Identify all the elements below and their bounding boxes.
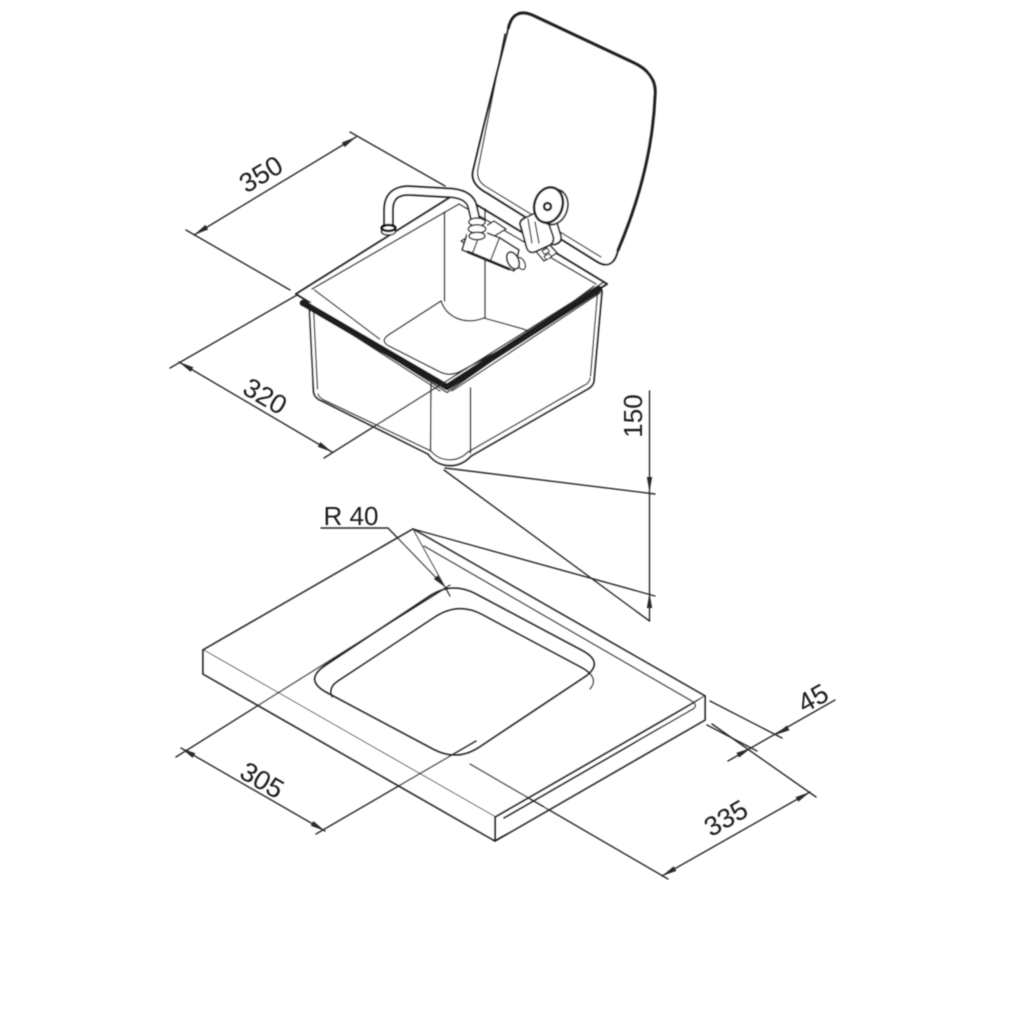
- svg-text:R 40: R 40: [324, 501, 379, 531]
- svg-text:350: 350: [234, 150, 288, 199]
- svg-text:305: 305: [235, 756, 289, 805]
- svg-text:320: 320: [238, 372, 292, 421]
- svg-text:335: 335: [699, 794, 753, 843]
- svg-text:150: 150: [618, 394, 648, 437]
- svg-text:45: 45: [793, 678, 834, 719]
